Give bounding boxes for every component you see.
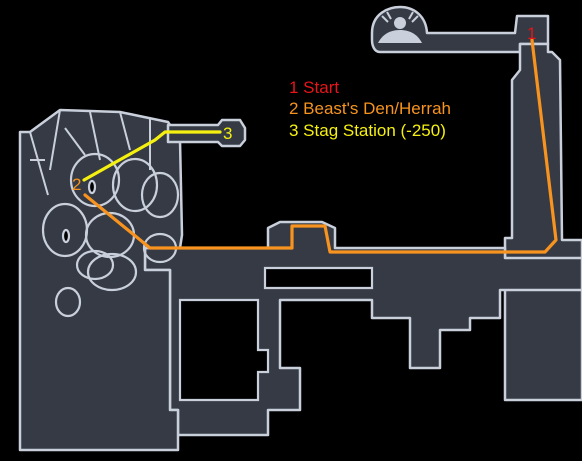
marker-stag-station: 3: [223, 124, 232, 143]
legend-start: 1 Start: [289, 78, 339, 97]
stag-station-icon: [378, 11, 422, 43]
central-pit: [178, 298, 270, 402]
legend-stag-station: 3 Stag Station (-250): [289, 121, 446, 140]
route-start-to-den: [83, 38, 558, 254]
route-den-to-stag: [82, 130, 222, 182]
marker-beasts-den: 2: [72, 175, 81, 194]
den-web-cells: [29, 109, 180, 318]
legend-beasts-den: 2 Beast's Den/Herrah: [289, 99, 451, 118]
map-legend: 1 Start 2 Beast's Den/Herrah 3 Stag Stat…: [289, 78, 451, 140]
marker-start: 1: [527, 24, 536, 43]
corridor-pillar: [263, 266, 374, 290]
right-shaft-room: [503, 42, 582, 402]
